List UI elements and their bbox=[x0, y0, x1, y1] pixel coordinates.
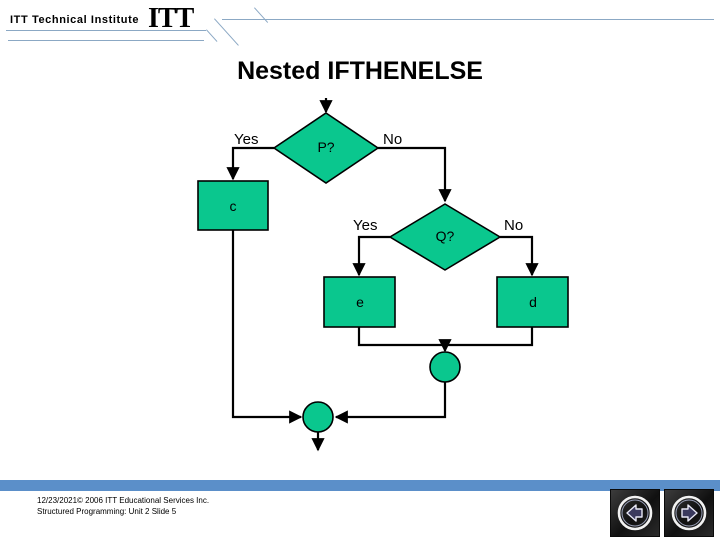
arrow-right-icon bbox=[671, 495, 707, 531]
edge-p-no-to-q bbox=[378, 146, 452, 203]
edge-q-no-to-d bbox=[500, 235, 539, 277]
footer-credits: 12/23/2021© 2006 ITT Educational Service… bbox=[37, 495, 209, 517]
process-node-c[interactable] bbox=[197, 180, 269, 231]
slide-title: Nested IFTHENELSE bbox=[237, 57, 483, 85]
footer-accent-bar bbox=[0, 480, 720, 491]
edge-e-to-merge bbox=[357, 327, 445, 347]
decision-node-q[interactable] bbox=[388, 203, 502, 271]
header-rule-mid bbox=[8, 40, 204, 41]
decision-node-p[interactable] bbox=[272, 112, 380, 184]
edge-c-to-j2 bbox=[231, 230, 303, 424]
arrow-left-icon bbox=[617, 495, 653, 531]
edge-label-q-no: No bbox=[504, 217, 524, 234]
flowchart-diagram: P? c Q? e d Yes No Yes No bbox=[197, 98, 569, 452]
edge-label-p-yes: Yes bbox=[234, 131, 259, 148]
flowchart-canvas bbox=[197, 98, 569, 452]
connector-node-j2[interactable] bbox=[302, 401, 334, 433]
footer-line-1: 12/23/2021© 2006 ITT Educational Service… bbox=[37, 496, 210, 505]
process-node-e[interactable] bbox=[323, 276, 396, 328]
flow-nodes bbox=[197, 112, 569, 433]
edge-j1-to-j2 bbox=[334, 382, 447, 424]
header-rule-short bbox=[6, 30, 206, 31]
flow-edges bbox=[226, 98, 539, 452]
process-node-d[interactable] bbox=[496, 276, 569, 328]
edge-q-yes-to-e bbox=[352, 235, 390, 277]
edge-label-q-yes: Yes bbox=[353, 217, 378, 234]
slide-navigation bbox=[610, 489, 714, 537]
previous-slide-button[interactable] bbox=[610, 489, 660, 537]
edge-label-p-no: No bbox=[383, 131, 403, 148]
edge-p-yes-to-c bbox=[226, 146, 274, 181]
edge-d-to-merge bbox=[445, 327, 534, 347]
header-rule-long bbox=[222, 19, 714, 20]
connector-node-j1[interactable] bbox=[429, 351, 461, 383]
slide-header: ITT Technical Institute ITT bbox=[0, 0, 720, 46]
next-slide-button[interactable] bbox=[664, 489, 714, 537]
brand-name: ITT Technical Institute bbox=[10, 14, 140, 26]
footer-line-2: Structured Programming: Unit 2 Slide 5 bbox=[37, 507, 177, 516]
brand-mark-itt: ITT bbox=[148, 3, 194, 34]
